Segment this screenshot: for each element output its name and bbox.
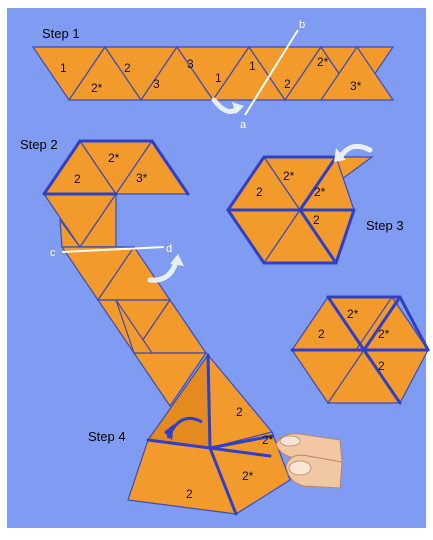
pyramid-number: 2* <box>262 433 274 447</box>
step3-label: Step 3 <box>366 218 404 233</box>
fold-letter-a: a <box>240 119 247 131</box>
hex-number: 2* <box>347 307 359 321</box>
step2-label: Step 2 <box>20 137 58 152</box>
strip-number: 1 <box>249 59 256 73</box>
hex-number: 2 <box>378 359 385 373</box>
fold-number: 3* <box>136 171 148 185</box>
strip-number: 2 <box>124 61 131 75</box>
blue-edge <box>208 355 210 448</box>
fold-letter-b: b <box>299 19 305 31</box>
fold-letter-d: d <box>166 243 172 255</box>
fold-letter-c: c <box>50 247 56 259</box>
strip-number: 2* <box>317 55 329 69</box>
fold-number: 2* <box>108 151 120 165</box>
strip-number: 2 <box>284 77 291 91</box>
strip-number: 2* <box>91 81 103 95</box>
step1-label: Step 1 <box>42 26 80 41</box>
hex-number: 2 <box>318 327 325 341</box>
hex-number: 2* <box>378 327 390 341</box>
strip-number: 1 <box>60 61 67 75</box>
strip-number: 3 <box>153 77 160 91</box>
pyramid-number: 2 <box>186 487 193 501</box>
pyramid-number: 2* <box>242 469 254 483</box>
step4-label: Step 4 <box>88 429 126 444</box>
strip-number: 3* <box>350 79 362 93</box>
hex-number: 2 <box>256 185 263 199</box>
strip-number: 1 <box>215 71 222 85</box>
hex-number: 2 <box>313 213 320 227</box>
hex-number: 2* <box>314 185 326 199</box>
hex-number: 2* <box>283 169 295 183</box>
pyramid-number: 2 <box>236 405 243 419</box>
strip-number: 3 <box>187 57 194 71</box>
fold-number: 2 <box>74 172 81 186</box>
step1-strip <box>33 47 393 100</box>
